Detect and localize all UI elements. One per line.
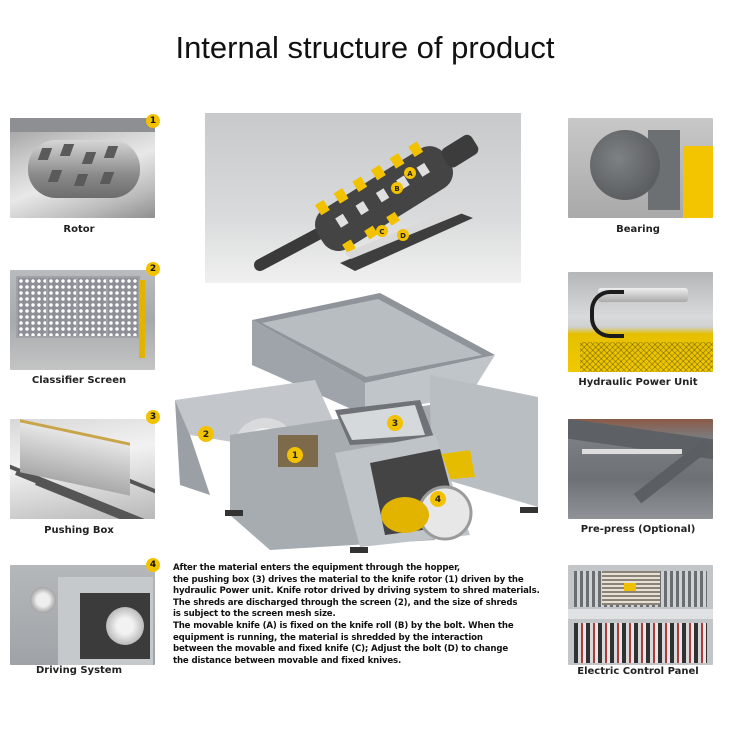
svg-text:C: C: [379, 228, 384, 236]
pre-press-photo: [568, 419, 713, 519]
pushing-box-photo: [10, 419, 155, 519]
description-text: After the material enters the equipment …: [173, 563, 563, 667]
description-line: the pushing box (3) drives the material …: [173, 574, 524, 585]
description-line: The movable knife (A) is fixed on the kn…: [173, 620, 514, 631]
svg-text:A: A: [407, 170, 413, 178]
description-line: between the movable and fixed knife (C);…: [173, 644, 509, 655]
number-badge: 2: [146, 262, 160, 276]
classifier-screen-photo: [10, 270, 155, 370]
shredder-machine-illustration: 1 2 3 4: [170, 285, 560, 557]
svg-text:4: 4: [435, 495, 441, 505]
description-line: equipment is running, the material is sh…: [173, 632, 483, 643]
description-line: is subject to the screen mesh size.: [173, 609, 336, 620]
electric-control-panel-photo: [568, 565, 713, 665]
shredder-machine-icon: 1 2 3 4: [175, 293, 538, 553]
svg-text:2: 2: [203, 430, 209, 440]
component-label: Classifier Screen: [31, 375, 127, 386]
svg-text:3: 3: [392, 419, 398, 429]
component-label: Pushing Box: [44, 525, 114, 536]
component-label: Driving System: [35, 665, 123, 676]
knife-rotor-icon: A B C D: [254, 134, 479, 271]
number-badge: 3: [146, 410, 160, 424]
svg-text:B: B: [394, 185, 399, 193]
number-badge: 4: [146, 558, 160, 572]
description-line: hydraulic Power unit. Knife rotor drived…: [173, 586, 540, 597]
description-line: the distance between movable and fixed k…: [173, 655, 402, 666]
component-label: Hydraulic Power Unit: [578, 377, 698, 388]
hydraulic-power-unit-photo: [568, 272, 713, 372]
component-label: Rotor: [63, 224, 95, 235]
svg-text:1: 1: [292, 451, 298, 461]
knife-rotor-illustration: A B C D: [205, 113, 521, 283]
component-label: Bearing: [616, 224, 660, 235]
component-label: Electric Control Panel: [577, 666, 699, 677]
rotor-photo: [10, 118, 155, 218]
number-badge: 1: [146, 114, 160, 128]
description-line: The shreds are discharged through the sc…: [173, 597, 518, 608]
component-label: Pre-press (Optional): [580, 524, 696, 535]
bearing-photo: [568, 118, 713, 218]
svg-text:D: D: [400, 232, 406, 240]
description-line: After the material enters the equipment …: [173, 563, 461, 573]
page-title: Internal structure of product: [175, 30, 555, 65]
driving-system-photo: [10, 565, 155, 665]
